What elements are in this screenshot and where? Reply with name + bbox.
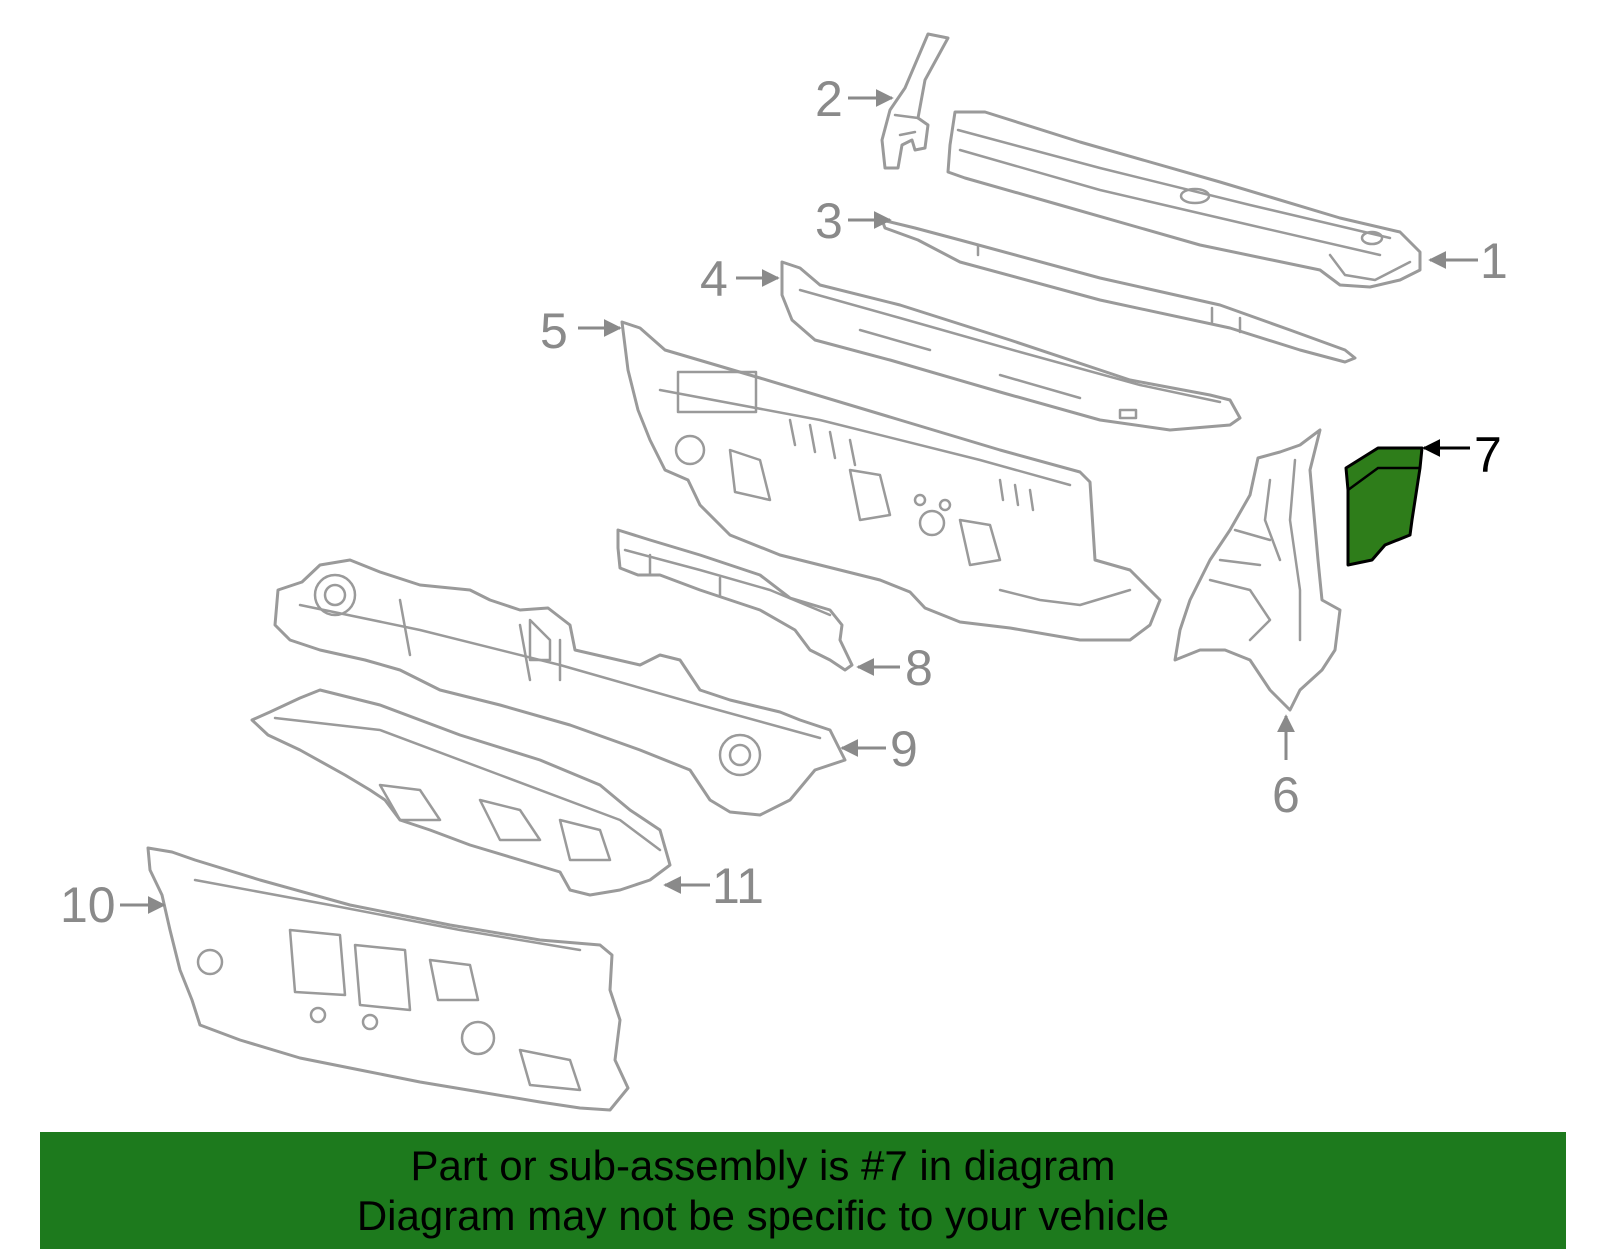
banner-line-1: Part or sub-assembly is #7 in diagram bbox=[410, 1141, 1116, 1189]
callout-3[interactable]: 3 bbox=[815, 193, 892, 249]
part-5-dash-panel[interactable] bbox=[620, 320, 1162, 642]
callout-9[interactable]: 9 bbox=[840, 721, 918, 777]
part-7-highlighted[interactable] bbox=[1344, 446, 1424, 567]
callout-2-label: 2 bbox=[815, 71, 843, 127]
callout-6[interactable]: 6 bbox=[1272, 714, 1300, 823]
callout-8-label: 8 bbox=[905, 640, 933, 696]
callout-6-label: 6 bbox=[1272, 767, 1300, 823]
part-10-dash-insulator[interactable] bbox=[146, 846, 630, 1112]
callout-1-label: 1 bbox=[1480, 233, 1508, 289]
callout-9-label: 9 bbox=[890, 721, 918, 777]
part-4-upper-reinforcement[interactable] bbox=[780, 260, 1242, 432]
callout-2[interactable]: 2 bbox=[815, 71, 894, 127]
part-6-side-panel[interactable] bbox=[1173, 428, 1342, 712]
callout-4-label: 4 bbox=[700, 251, 728, 307]
callout-11-label: 11 bbox=[712, 858, 764, 914]
part-2-bracket[interactable] bbox=[880, 32, 950, 170]
part-3-seal-strip[interactable] bbox=[880, 218, 1357, 364]
callout-5-label: 5 bbox=[540, 303, 568, 359]
callout-7-label: 7 bbox=[1474, 427, 1502, 483]
callout-8[interactable]: 8 bbox=[856, 640, 933, 696]
callout-1[interactable]: 1 bbox=[1428, 233, 1508, 289]
callout-10-label: 10 bbox=[60, 877, 116, 933]
callout-5[interactable]: 5 bbox=[540, 303, 622, 359]
part-11-plenum-lower[interactable] bbox=[250, 688, 672, 897]
callout-7[interactable]: 7 bbox=[1422, 427, 1502, 483]
banner-line-2: Diagram may not be specific to your vehi… bbox=[356, 1191, 1170, 1239]
callout-4[interactable]: 4 bbox=[700, 251, 780, 307]
part-1-cowl-panel[interactable] bbox=[946, 110, 1422, 289]
part-9-lower-cross-member[interactable] bbox=[273, 558, 847, 817]
callout-10[interactable]: 10 bbox=[60, 877, 166, 933]
callout-3-label: 3 bbox=[815, 193, 843, 249]
callout-11[interactable]: 11 bbox=[663, 858, 764, 914]
info-banner: Part or sub-assembly is #7 in diagram Di… bbox=[40, 1132, 1566, 1249]
part-8-cross-member[interactable] bbox=[616, 528, 854, 672]
